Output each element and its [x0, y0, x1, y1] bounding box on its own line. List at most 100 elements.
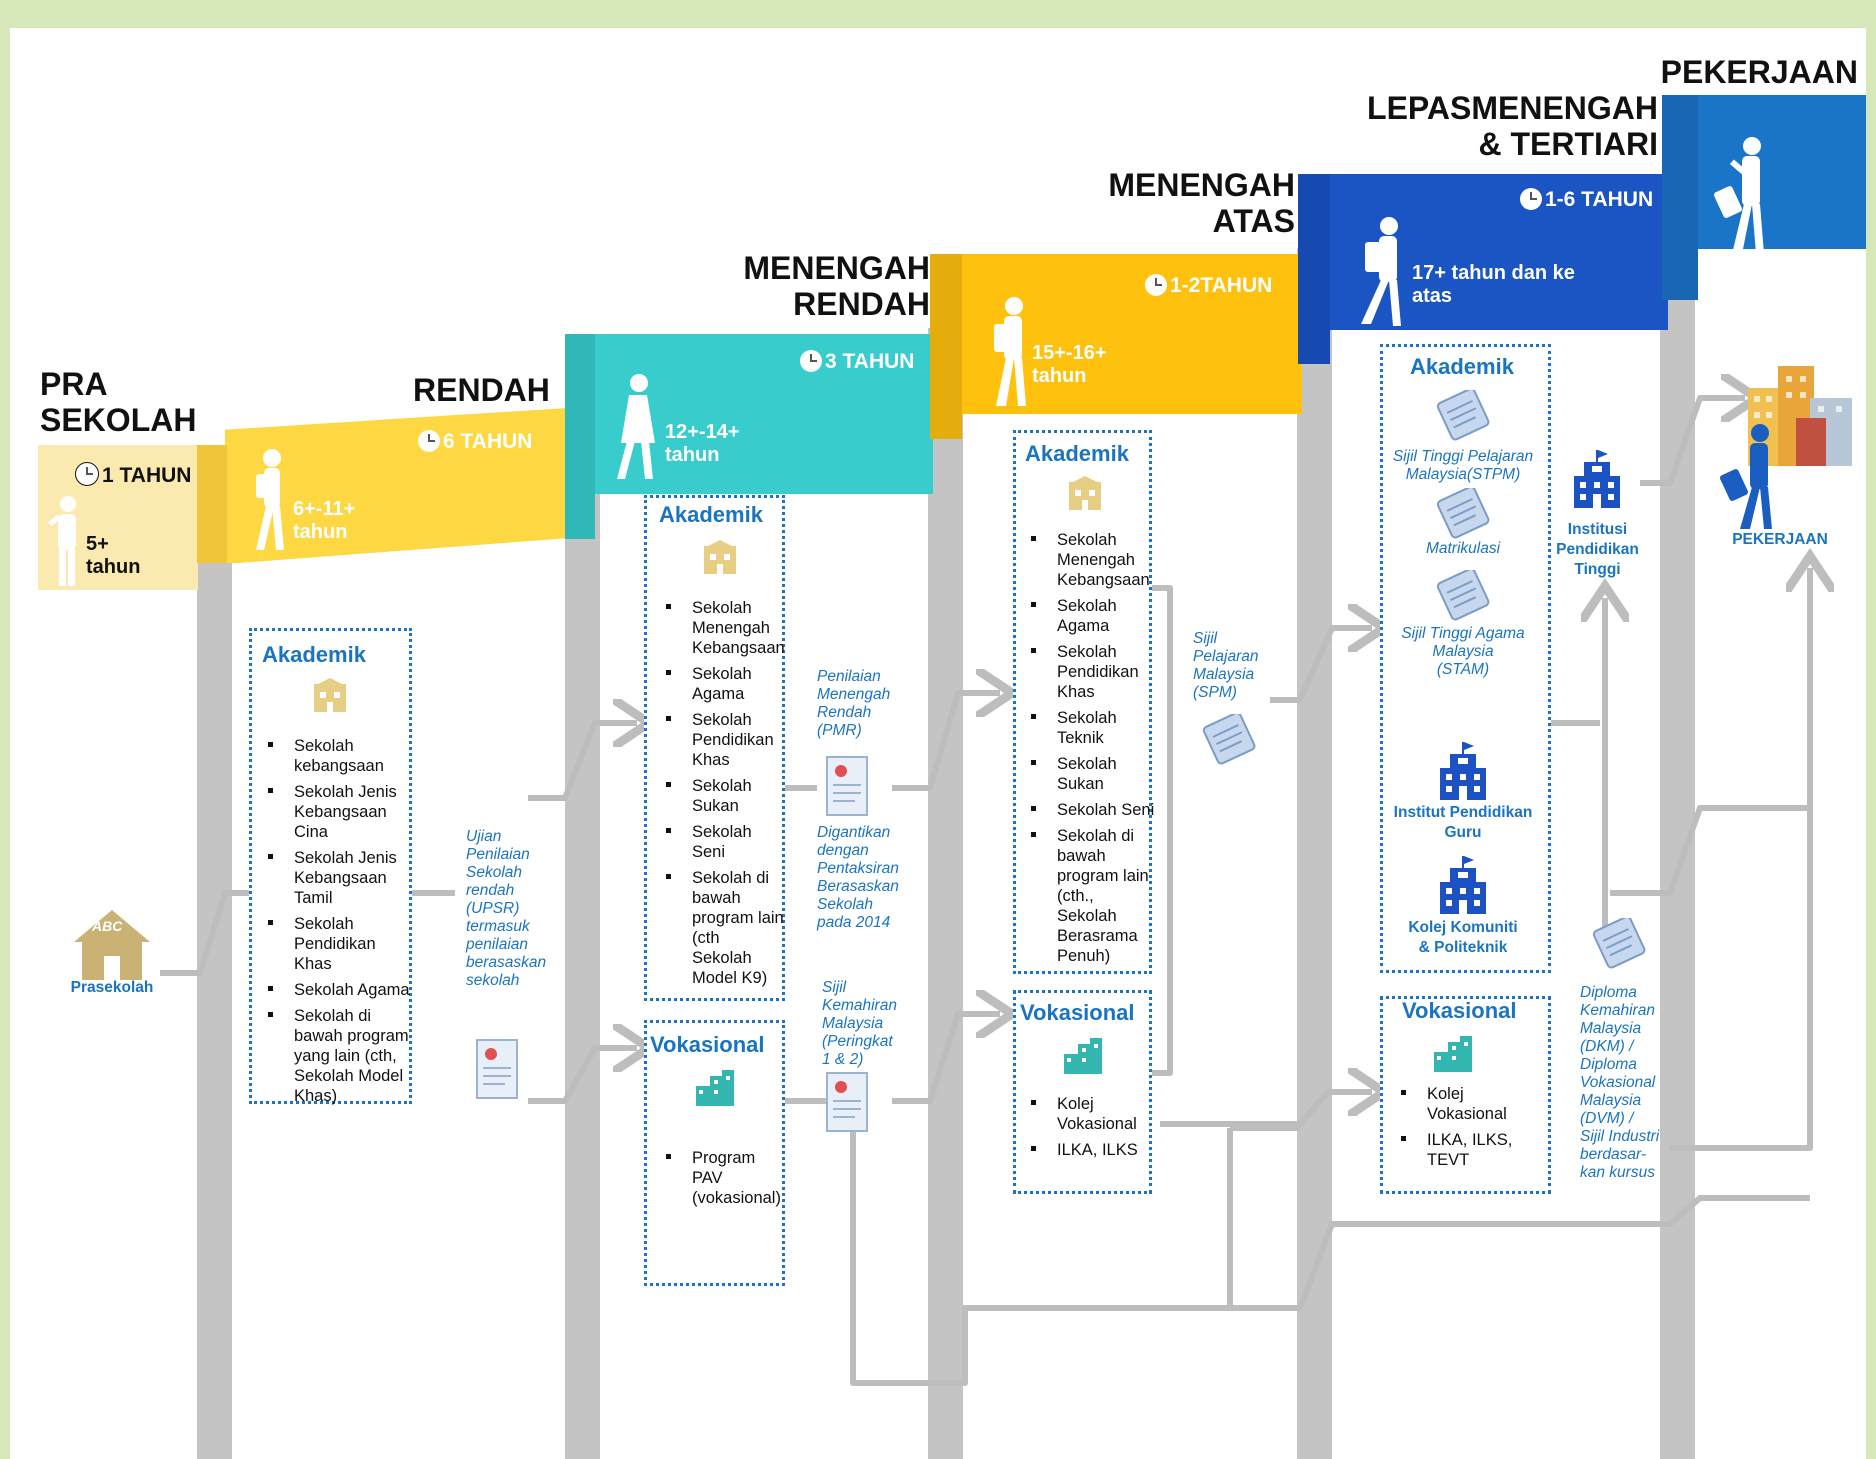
- clock-icon: [1520, 188, 1542, 210]
- spm-note: Sijil Pelajaran Malaysia (SPM): [1193, 630, 1259, 701]
- school-building-icon: [1069, 476, 1101, 510]
- pillar-pekerjaan: [1660, 198, 1695, 1459]
- list-item: Sekolah Agama: [1031, 596, 1187, 636]
- duration-text: 1-6 TAHUN: [1545, 188, 1654, 211]
- scroll-certificate-icon: [1436, 488, 1490, 539]
- pmr-note: Penilaian Menengah Rendah (PMR): [817, 668, 891, 739]
- scroll-certificate-icon: [1592, 918, 1646, 969]
- stage-title-pekerjaan: PEKERJAAN: [1660, 54, 1858, 90]
- list-item: Sekolah Pendidikan Khas: [1031, 642, 1187, 702]
- prasekolah-label: Prasekolah: [70, 979, 154, 996]
- lm-vokasional-title: Vokasional: [1402, 998, 1517, 1023]
- vocational-building-icon: [696, 1070, 734, 1106]
- university-building-icon: [1440, 856, 1486, 914]
- adult-student-figure-icon: [1361, 217, 1401, 326]
- mr-akademik-box: [644, 495, 785, 1001]
- list-item: Sekolah Menengah Kebangsaan: [1031, 530, 1187, 590]
- scroll-certificate-icon: [1436, 570, 1490, 621]
- duration-text: 6 TAHUN: [443, 430, 533, 453]
- school-house-icon: [74, 910, 150, 980]
- list-item: Kolej Vokasional: [1031, 1094, 1187, 1134]
- school-building-icon: [314, 678, 346, 712]
- university-building-icon: [1440, 742, 1486, 800]
- duration-menengah-atas: 1-2TAHUN: [1145, 274, 1272, 298]
- band-gap-pekerjaan: [1662, 95, 1698, 300]
- mr-vokasional-title: Vokasional: [650, 1032, 765, 1057]
- scroll-certificate-icon: [1436, 390, 1490, 441]
- band-gap-lepasmenengah: [1298, 174, 1330, 364]
- list-item: Sekolah Jenis Kebangsaan Cina: [268, 782, 444, 842]
- student-figure-icon: [256, 449, 284, 550]
- age-pra-sekolah: 5+ tahun: [86, 533, 141, 578]
- stage-title-rendah: RENDAH: [413, 372, 550, 408]
- duration-rendah: 6 TAHUN: [418, 430, 532, 454]
- matrikulasi-note: Matrikulasi: [1425, 540, 1501, 557]
- pillar-lepasmenengah: [1297, 248, 1332, 1459]
- list-item: Sekolah Sukan: [666, 776, 822, 816]
- list-item: Sekolah Seni: [1031, 800, 1187, 820]
- duration-lepasmenengah: 1-6 TAHUN: [1520, 188, 1653, 212]
- duration-text: 1-2TAHUN: [1170, 274, 1273, 297]
- mr-vokasional-list: Program PAV (vokasional): [658, 1148, 822, 1214]
- pmr-replaced-note: Digantikan dengan Pentaksiran Berasaskan…: [817, 824, 899, 931]
- list-item: Kolej Vokasional: [1401, 1084, 1577, 1124]
- clock-icon: [1145, 274, 1167, 296]
- list-item: Sekolah di bawah program lain (cth Sekol…: [666, 868, 822, 988]
- ipg-label: Institut Pendidikan Guru: [1393, 804, 1533, 841]
- vocational-building-icon: [1064, 1038, 1102, 1074]
- prasekolah-icon-text: ABC: [92, 918, 123, 934]
- clock-icon: [800, 350, 822, 372]
- career-pathway-diagram: PRA SEKOLAH RENDAH MENENGAH RENDAH MENEN…: [10, 28, 1866, 1459]
- worker-with-briefcase-icon: [1720, 424, 1772, 529]
- stpm-note: Sijil Tinggi Pelajaran Malaysia(STPM): [1392, 448, 1534, 483]
- ipt-label: Institusi Pendidikan Tinggi: [1556, 521, 1639, 578]
- clock-icon: [418, 430, 440, 452]
- list-item: Sekolah kebangsaan: [268, 736, 444, 776]
- girl-student-figure-icon: [617, 374, 655, 479]
- list-item: Sekolah Seni: [666, 822, 822, 862]
- certificate-icon: [826, 1072, 868, 1132]
- child-figure-icon: [48, 496, 76, 586]
- scroll-certificate-icon: [1202, 714, 1256, 765]
- list-item: Sekolah Teknik: [1031, 708, 1187, 748]
- pekerjaan-label: PEKERJAAN: [1732, 531, 1828, 548]
- list-item: Program PAV (vokasional): [666, 1148, 822, 1208]
- ma-vokasional-title: Vokasional: [1020, 1000, 1135, 1025]
- clock-icon: [75, 462, 99, 486]
- band-pekerjaan: [1696, 95, 1866, 249]
- teen-student-figure-icon: [994, 297, 1026, 406]
- stage-title-lepasmenengah: LEPASMENENGAH & TERTIARI: [1367, 90, 1658, 162]
- connector-lines: [160, 28, 1866, 1386]
- band-gap-rendah: [197, 445, 227, 563]
- certificate-icon: [826, 756, 868, 816]
- dkm-note: Diploma Kemahiran Malaysia (DKM) / Diplo…: [1580, 984, 1660, 1181]
- band-gap-menengah-atas: [930, 254, 962, 439]
- list-item: Sekolah Agama: [666, 664, 822, 704]
- stage-title-menengah-rendah: MENENGAH RENDAH: [743, 250, 930, 322]
- list-item: Sekolah di bawah program yang lain (cth,…: [268, 1006, 444, 1106]
- stage-title-pra-sekolah: PRA SEKOLAH: [40, 366, 197, 438]
- list-item: ILKA, ILKS, TEVT: [1401, 1130, 1577, 1170]
- ma-akademik-box: [1013, 430, 1152, 974]
- band-gap-menengah-rendah: [565, 334, 595, 539]
- certificate-icon: [476, 1039, 518, 1099]
- pillar-menengah-rendah: [565, 403, 600, 1459]
- duration-menengah-rendah: 3 TAHUN: [800, 350, 914, 374]
- school-building-icon: [704, 540, 736, 574]
- ma-akademik-title: Akademik: [1025, 441, 1129, 466]
- age-rendah: 6+-11+ tahun: [293, 498, 356, 543]
- lm-vokasional-box: [1380, 996, 1551, 1194]
- list-item: ILKA, ILKS: [1031, 1140, 1187, 1160]
- skm-note: Sijil Kemahiran Malaysia (Peringkat 1 & …: [822, 979, 897, 1068]
- stam-note: Sijil Tinggi Agama Malaysia (STAM): [1401, 625, 1525, 678]
- rendah-akademik-title: Akademik: [262, 642, 366, 667]
- kolej-komuniti-label: Kolej Komuniti & Politeknik: [1408, 919, 1518, 956]
- duration-pra-sekolah: 1 TAHUN: [75, 462, 191, 488]
- university-building-icon: [1574, 450, 1620, 508]
- age-menengah-rendah: 12+-14+ tahun: [665, 421, 740, 466]
